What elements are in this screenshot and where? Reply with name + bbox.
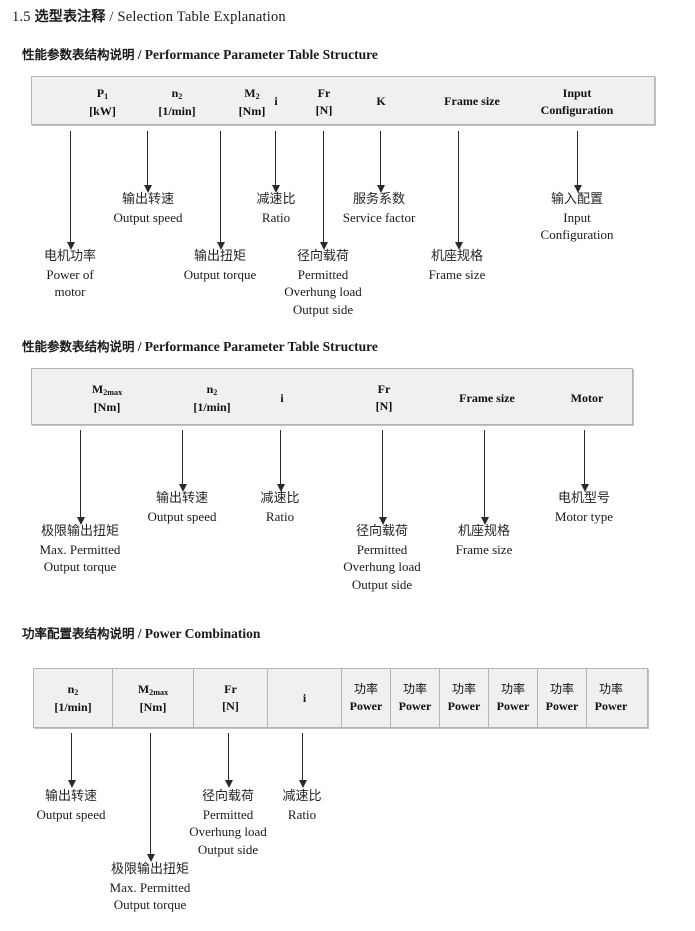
section-heading-1: 性能参数表结构说明 / Performance Parameter Table … (22, 44, 378, 63)
table2-col-frame-size: Frame size (459, 391, 515, 405)
arrow-to-input-configuration (573, 131, 582, 193)
annotation-power-of-motor: 电机功率 Power of motor (43, 249, 97, 300)
table3-col-power-1: 功率 Power (349, 682, 383, 714)
section-heading-3-separator: / (137, 626, 142, 641)
section-heading-3: 功率配置表结构说明 / Power Combination (22, 623, 260, 642)
annotation-output-torque: 输出扭矩 Output torque (183, 249, 257, 282)
arrow-to-motor-type (580, 430, 589, 492)
table1-col-i: i (274, 94, 278, 108)
section-heading-3-english: Power Combination (144, 626, 261, 641)
annotation-input-configuration: 输入配置 Input Configuration (540, 192, 614, 243)
table1-col-m2: M2 [Nm] (238, 86, 266, 118)
annotation-ratio-2: 减速比 Ratio (260, 491, 300, 524)
table1-col-k: K (376, 94, 386, 108)
performance-parameter-table-1: P1 [kW] n2 [1/min] M2 [Nm] i Fr [N] K Fr… (31, 76, 655, 125)
annotation-max-permitted-output-torque: 极限输出扭矩 Max. Permitted Output torque (39, 524, 121, 575)
arrow-to-output-speed-3 (67, 733, 76, 788)
arrow-to-power-of-motor (66, 131, 75, 250)
performance-parameter-table-2: M2max [Nm] n2 [1/min] i Fr [N] Frame siz… (31, 368, 633, 425)
title-number: 1.5 (12, 9, 31, 25)
section-heading-1-separator: / (137, 47, 142, 62)
title-chinese: 选型表注释 (34, 9, 106, 25)
table3-divider-6 (439, 669, 440, 727)
table3-divider-5 (390, 669, 391, 727)
table3-col-fr: Fr [N] (222, 682, 239, 714)
title-english: Selection Table Explanation (117, 9, 286, 25)
section-heading-2: 性能参数表结构说明 / Performance Parameter Table … (22, 336, 378, 355)
table3-col-i: i (302, 691, 307, 705)
arrow-to-permitted-overhung-load-3 (224, 733, 233, 788)
table3-divider-9 (586, 669, 587, 727)
table3-divider-8 (537, 669, 538, 727)
table1-col-fr: Fr [N] (315, 86, 333, 118)
table3-divider-3 (267, 669, 268, 727)
arrow-to-ratio-3 (298, 733, 307, 788)
arrow-to-ratio-2 (276, 430, 285, 492)
annotation-ratio-3: 减速比 Ratio (282, 789, 322, 822)
arrow-to-permitted-overhung-load-2 (378, 430, 387, 525)
table3-col-n2: n2 [1/min] (54, 682, 92, 714)
arrow-to-max-permitted-output-torque (76, 430, 85, 525)
table3-divider-2 (193, 669, 194, 727)
table3-col-power-5: 功率 Power (545, 682, 579, 714)
table2-col-m2max: M2max [Nm] (91, 382, 123, 414)
table3-divider-1 (112, 669, 113, 727)
table1-col-p1: P1 [kW] (89, 86, 116, 118)
table2-col-n2: n2 [1/min] (193, 382, 231, 414)
table3-col-power-3: 功率 Power (447, 682, 481, 714)
table3-divider-4 (341, 669, 342, 727)
table2-col-motor: Motor (570, 391, 604, 405)
table3-col-power-4: 功率 Power (496, 682, 530, 714)
section-heading-2-english: Performance Parameter Table Structure (144, 339, 378, 354)
annotation-ratio: 减速比 Ratio (256, 192, 296, 225)
section-heading-2-chinese: 性能参数表结构说明 (22, 339, 135, 354)
table3-divider-7 (488, 669, 489, 727)
section-heading-1-chinese: 性能参数表结构说明 (22, 47, 135, 62)
arrow-to-max-permitted-output-torque-3 (146, 733, 155, 862)
table1-col-frame-size: Frame size (444, 94, 500, 108)
table3-col-power-6: 功率 Power (594, 682, 628, 714)
power-combination-table: n2 [1/min] M2max [Nm] Fr [N] i 功率 Power … (33, 668, 648, 728)
arrow-to-permitted-overhung-load (319, 131, 328, 250)
table1-col-input-configuration: Input Configuration (540, 86, 614, 118)
section-heading-2-separator: / (137, 339, 142, 354)
annotation-service-factor: 服务系数 Service factor (342, 192, 416, 225)
arrow-to-service-factor (376, 131, 385, 193)
table3-col-power-2: 功率 Power (398, 682, 432, 714)
annotation-max-permitted-output-torque-3: 极限输出扭矩 Max. Permitted Output torque (109, 862, 191, 913)
annotation-output-speed: 输出转速 Output speed (113, 192, 183, 225)
annotation-motor-type: 电机型号 Motor type (554, 491, 614, 524)
table1-col-n2: n2 [1/min] (158, 86, 196, 118)
annotation-permitted-overhung-load-2: 径向载荷 Permitted Overhung load Output side (343, 524, 421, 593)
annotation-frame-size-2: 机座规格 Frame size (455, 524, 513, 557)
table2-col-fr: Fr [N] (375, 382, 393, 414)
title-separator: / (109, 9, 114, 25)
annotation-output-speed-2: 输出转速 Output speed (147, 491, 217, 524)
table3-col-m2max: M2max [Nm] (137, 682, 169, 714)
arrow-to-output-speed (143, 131, 152, 193)
arrow-to-ratio (271, 131, 280, 193)
page-title: 1.5 选型表注释 / Selection Table Explanation (12, 6, 286, 26)
section-heading-1-english: Performance Parameter Table Structure (144, 47, 378, 62)
table2-col-i: i (280, 391, 284, 405)
arrow-to-output-speed-2 (178, 430, 187, 492)
arrow-to-frame-size-2 (480, 430, 489, 525)
annotation-permitted-overhung-load-3: 径向载荷 Permitted Overhung load Output side (189, 789, 267, 858)
annotation-frame-size: 机座规格 Frame size (428, 249, 486, 282)
arrow-to-frame-size (454, 131, 463, 250)
annotation-output-speed-3: 输出转速 Output speed (36, 789, 106, 822)
annotation-permitted-overhung-load: 径向载荷 Permitted Overhung load Output side (284, 249, 362, 318)
section-heading-3-chinese: 功率配置表结构说明 (22, 626, 135, 641)
arrow-to-output-torque (216, 131, 225, 250)
